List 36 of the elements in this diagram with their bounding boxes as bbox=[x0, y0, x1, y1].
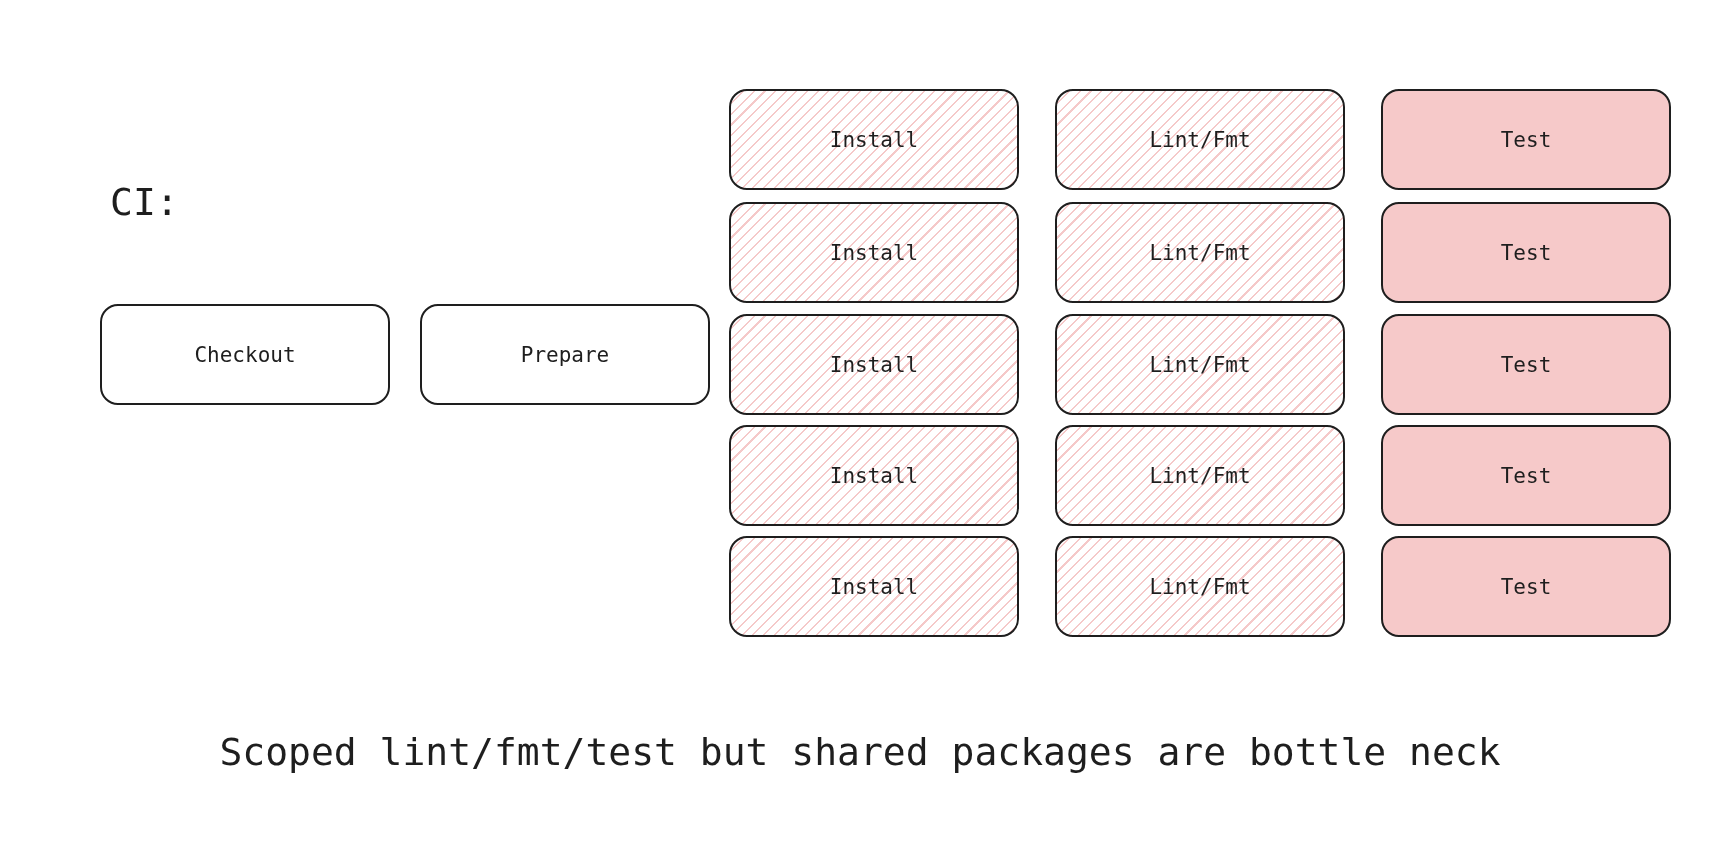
step-label: Install bbox=[829, 352, 919, 377]
step-label: Install bbox=[829, 240, 919, 265]
step-box bbox=[1381, 536, 1671, 637]
step-label: Test bbox=[1500, 352, 1552, 377]
step-box bbox=[1381, 202, 1671, 303]
step-box bbox=[1381, 89, 1671, 190]
step-box bbox=[420, 304, 710, 405]
step-box bbox=[729, 89, 1019, 190]
step-box bbox=[1381, 425, 1671, 526]
step-box bbox=[729, 314, 1019, 415]
step-label: Install bbox=[829, 127, 919, 152]
step-label: Checkout bbox=[194, 342, 296, 367]
step-box bbox=[1055, 425, 1345, 526]
step-label: Lint/Fmt bbox=[1149, 463, 1251, 488]
step-box bbox=[1055, 536, 1345, 637]
step-label: Install bbox=[829, 463, 919, 488]
step-box bbox=[729, 425, 1019, 526]
step-box bbox=[1381, 314, 1671, 415]
step-label: Test bbox=[1500, 574, 1552, 599]
step-box bbox=[729, 202, 1019, 303]
step-label: Lint/Fmt bbox=[1149, 352, 1251, 377]
section-heading: CI: bbox=[110, 180, 179, 224]
step-label: Prepare bbox=[520, 342, 610, 367]
step-label: Test bbox=[1500, 127, 1552, 152]
caption: Scoped lint/fmt/test but shared packages are bottle neck bbox=[218, 730, 1502, 774]
step-label: Install bbox=[829, 574, 919, 599]
step-box bbox=[100, 304, 390, 405]
step-box bbox=[1055, 314, 1345, 415]
step-label: Test bbox=[1500, 463, 1552, 488]
step-label: Lint/Fmt bbox=[1149, 574, 1251, 599]
step-box bbox=[1055, 202, 1345, 303]
step-box bbox=[729, 536, 1019, 637]
step-box bbox=[1055, 89, 1345, 190]
step-label: Test bbox=[1500, 240, 1552, 265]
step-label: Lint/Fmt bbox=[1149, 127, 1251, 152]
step-label: Lint/Fmt bbox=[1149, 240, 1251, 265]
